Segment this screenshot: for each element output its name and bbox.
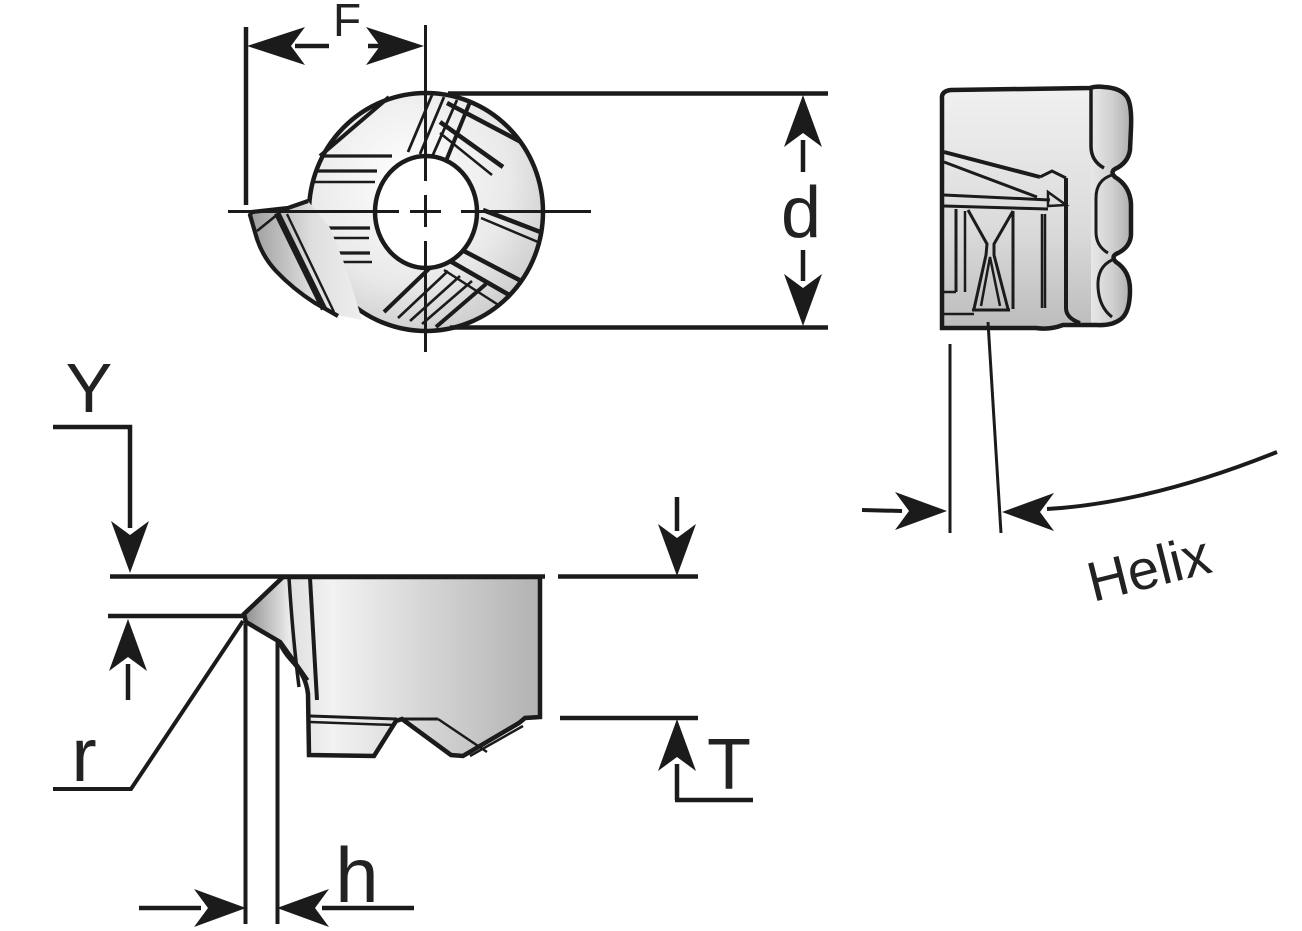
flute-line bbox=[480, 216, 539, 244]
land-line bbox=[943, 193, 1051, 202]
cutting-tip-face bbox=[250, 201, 362, 320]
flute-line bbox=[438, 120, 505, 169]
flute-line bbox=[397, 270, 449, 319]
dimension-F: F bbox=[243, 0, 424, 205]
dim-label-Y: Y bbox=[66, 349, 113, 427]
throat-line bbox=[279, 641, 310, 681]
dim-label-h: h bbox=[335, 831, 378, 919]
dimension-h: h bbox=[139, 624, 414, 927]
flange-inner-line bbox=[1089, 89, 1105, 170]
land-line bbox=[943, 204, 1049, 211]
side-view-details bbox=[943, 89, 1113, 325]
dimension-arrowhead bbox=[247, 27, 305, 65]
dimension-r: r bbox=[53, 619, 245, 798]
helix-slant-line bbox=[986, 321, 1003, 534]
dimension-arrowhead bbox=[658, 719, 696, 771]
dimension-arrowhead bbox=[1002, 493, 1054, 531]
flute-line bbox=[445, 101, 525, 145]
leader-line bbox=[53, 424, 133, 528]
dimension-d: d bbox=[448, 91, 828, 330]
flange-inner-line bbox=[1096, 258, 1113, 319]
serration-band-line bbox=[437, 717, 488, 754]
tooth-flank bbox=[966, 209, 989, 310]
flute-line bbox=[482, 207, 541, 236]
flute-line bbox=[409, 275, 461, 322]
flute-line bbox=[443, 268, 501, 308]
silhouette-flat bbox=[318, 95, 391, 158]
flange-inner-line bbox=[1094, 173, 1113, 255]
side-view bbox=[939, 84, 1134, 331]
dimension-arrowhead bbox=[277, 889, 329, 927]
serration-band-line bbox=[309, 714, 398, 721]
dim-label-d: d bbox=[781, 173, 821, 253]
pocket-wall bbox=[1064, 178, 1081, 325]
rake-line bbox=[943, 150, 1041, 179]
step-line bbox=[944, 290, 974, 316]
leader-line bbox=[53, 619, 245, 791]
dim-label-F: F bbox=[333, 0, 361, 46]
tip-wedge-face bbox=[245, 578, 291, 662]
tooth-flank bbox=[992, 210, 1015, 310]
side-view-flange bbox=[1091, 87, 1132, 326]
front-face-line bbox=[308, 577, 319, 701]
tooth-inner bbox=[979, 256, 1002, 307]
dimension-arrowhead bbox=[784, 274, 822, 326]
dimension-arrowhead bbox=[895, 492, 947, 530]
flute-line bbox=[460, 248, 527, 285]
dimension-arrowhead bbox=[111, 521, 149, 573]
dimension-arrowhead bbox=[658, 524, 696, 576]
dimension-arrowhead bbox=[784, 95, 822, 147]
flute-line bbox=[421, 280, 473, 325]
dimension-T: T bbox=[560, 497, 753, 805]
cutting-tip-outline bbox=[247, 199, 340, 318]
dimension-Y: Y bbox=[53, 349, 698, 700]
centerlines bbox=[228, 25, 591, 352]
serration-band-line bbox=[309, 720, 395, 727]
flute-line bbox=[430, 99, 459, 158]
flute-line bbox=[406, 95, 434, 153]
dim-label-r: r bbox=[71, 713, 96, 798]
front-face-line bbox=[287, 577, 301, 688]
dimension-shaft bbox=[674, 764, 753, 803]
dimension-arrowhead bbox=[194, 889, 246, 927]
profile-outline bbox=[241, 574, 543, 759]
dimension-shaft bbox=[861, 508, 903, 513]
flute-line bbox=[434, 282, 488, 329]
top-view bbox=[228, 25, 591, 352]
side-view-outline bbox=[939, 84, 1134, 331]
flute-line bbox=[439, 132, 493, 176]
rake-line bbox=[1039, 169, 1067, 180]
flute-line bbox=[448, 259, 513, 298]
dimension-helix: Helix bbox=[861, 321, 1278, 614]
angle-arc bbox=[1046, 450, 1278, 511]
dimension-arrowhead bbox=[366, 27, 424, 65]
profile-body bbox=[244, 577, 540, 756]
pocket-wedge bbox=[1046, 189, 1070, 208]
cutting-edge-land bbox=[274, 211, 327, 311]
dim-label-helix: Helix bbox=[1081, 522, 1217, 613]
tip-facet-line bbox=[256, 212, 279, 233]
dimension-arrowhead bbox=[109, 619, 147, 671]
rake-line bbox=[943, 160, 1038, 199]
serration-band-line bbox=[469, 724, 524, 758]
dim-label-T: T bbox=[707, 725, 751, 805]
profile-details bbox=[279, 577, 524, 758]
profile-view bbox=[241, 574, 543, 759]
cutting-edge-land-highlight bbox=[285, 213, 336, 313]
